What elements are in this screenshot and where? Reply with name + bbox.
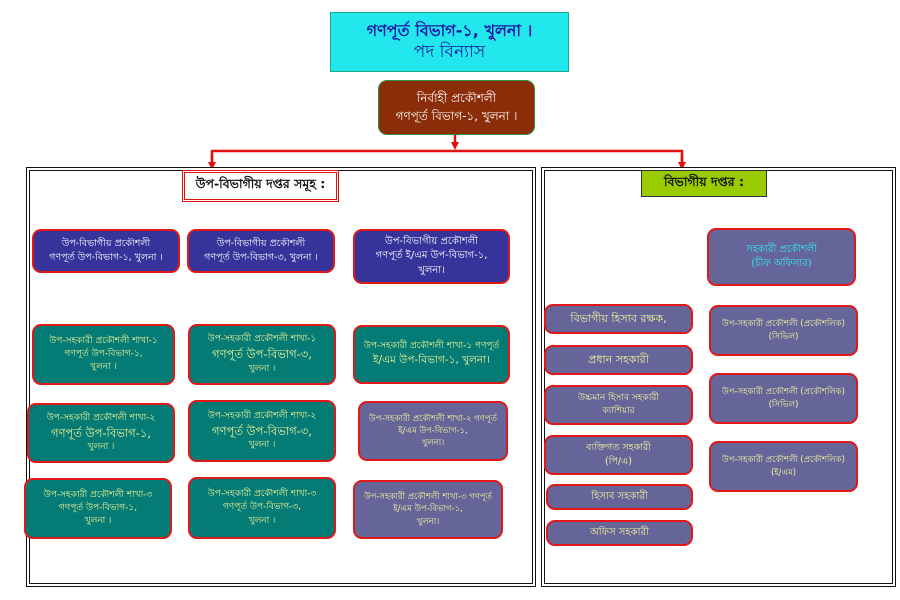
title-line-1: গণপূর্ত বিভাগ-১, খুলনা । [366,20,533,40]
node-line: উপ-সহকারী প্রকৌশলী শাখা-২ গণপূর্ত [368,413,498,424]
node-line: উপ-বিভাগীয় প্রকৌশলী [61,238,151,250]
node-line: উপ-সহকারী প্রকৌশলী শাখা-৩ [43,489,153,500]
node-line: গণপূর্ত উপ-বিভাগ-১, [64,348,143,359]
section-node: উপ-সহকারী প্রকৌশলী শাখা-১ গণপূর্ত ই/এম উ… [353,325,510,384]
section-node: উপ-সহকারী প্রকৌশলী শাখা-৩ গণপূর্ত উপ-বিভ… [188,477,336,539]
node-line: সহকারী প্রকৌশলী [746,243,817,255]
node-line: উপ-সহকারী প্রকৌশলী শাখা-৩ [207,489,317,500]
node-line: উপ-সহকারী প্রকৌশলী শাখা-৩ গণপূর্ত [363,492,493,503]
node-line: উপ-সহকারী প্রকৌশলী শাখা-২ [46,412,156,423]
staff-node: উচ্চমান হিসাব সহকারী ক্যাশিয়ার [544,385,693,425]
node-line: ই/এম উপ-বিভাগ-১, [398,425,468,436]
assistant-engineer-node: সহকারী প্রকৌশলী (চীফ অফিসার) [707,228,856,286]
node-line: গণপূর্ত উপ-বিভাগ-১, [58,502,138,513]
node-line: ই/এম উপ-বিভাগ-১, খুলনা। [373,354,490,367]
node-line: নির্বাহী প্রকৌশলী [416,91,497,106]
node-line: উপ-সহকারী প্রকৌশলী শাখা-১ [49,335,158,346]
node-line: গণপূর্ত ই/এম উপ-বিভাগ-১, খুলনা। [375,250,488,276]
node-line: প্রধান সহকারী [588,353,649,367]
section-node: উপ-সহকারী প্রকৌশলী শাখা-২ গণপূর্ত উপ-বিভ… [188,400,336,462]
node-line: (সিভিল) [768,331,799,342]
title-line-2: পদ বিন্যাস [413,42,486,63]
subdivision-offices-header: উপ-বিভাগীয় দপ্তর সমূহ : [182,170,339,202]
section-node: উপ-সহকারী প্রকৌশলী শাখা-১ গণপূর্ত উপ-বিভ… [32,324,175,385]
node-line: ব্যক্তিগত সহকারী [586,442,651,454]
node-line: গণপূর্ত উপ-বিভাগ-৩, [222,502,302,513]
subdivision-head-node: উপ-বিভাগীয় প্রকৌশলী গণপূর্ত উপ-বিভাগ-১,… [32,229,180,273]
node-line: খুলনা । [90,362,117,373]
node-line: (চীফ অফিসার) [751,258,812,269]
sub-assistant-engineer-node: উপ-সহকারী প্রকৌশলী (প্রকৌশলিক) (সিভিল) [709,373,858,424]
subdivision-head-node: উপ-বিভাগীয় প্রকৌশলী গণপূর্ত উপ-বিভাগ-৩,… [187,229,335,273]
chart-title-box: গণপূর্ত বিভাগ-১, খুলনা । পদ বিন্যাস [330,12,569,72]
sub-assistant-engineer-node: উপ-সহকারী প্রকৌশলী (প্রকৌশলিক) (ই/এম) [709,441,858,492]
node-line: খুলনা । [248,363,276,374]
node-line: উচ্চমান হিসাব সহকারী [578,392,659,403]
node-line: গণপূর্ত উপ-বিভাগ-১, [51,425,151,440]
node-line: উপ-সহকারী প্রকৌশলী শাখা-১ [207,334,317,345]
node-line: গণপূর্ত উপ-বিভাগ-৩, [212,347,312,362]
node-line: খুলনা । [84,516,112,527]
node-line: ক্যাশিয়ার [602,406,635,416]
subdivision-head-node: উপ-বিভাগীয় প্রকৌশলী গণপূর্ত ই/এম উপ-বিভ… [353,229,510,284]
node-line: খুলনা । [248,440,276,451]
staff-node: হিসাব সহকারী [546,484,693,510]
node-line: বিভাগীয় হিসাব রক্ষক, [570,312,667,326]
executive-engineer-node: নির্বাহী প্রকৌশলী গণপূর্ত বিভাগ-১, খুলনা… [378,80,535,135]
node-line: উপ-বিভাগীয় প্রকৌশলী [216,238,306,250]
staff-node: অফিস সহকারী [546,520,693,546]
node-line: উপ-সহকারী প্রকৌশলী (প্রকৌশলিক) [722,455,845,466]
node-line: খুলনা। [421,438,445,449]
section-node: উপ-সহকারী প্রকৌশলী শাখা-৩ গণপূর্ত ই/এম উ… [353,480,503,539]
node-line: উপ-সহকারী প্রকৌশলী (প্রকৌশলিক) [722,319,845,330]
node-line: উপ-বিভাগীয় প্রকৌশলী [384,235,478,247]
staff-node: বিভাগীয় হিসাব রক্ষক, [544,304,693,334]
section-node: উপ-সহকারী প্রকৌশলী শাখা-১ গণপূর্ত উপ-বিভ… [188,324,336,385]
node-line: ই/এম উপ-বিভাগ-১, [393,504,463,515]
node-line: উপ-সহকারী প্রকৌশলী শাখা-১ গণপূর্ত [363,341,500,352]
node-line: গণপূর্ত উপ-বিভাগ-৩, [212,423,312,438]
node-line: অফিস সহকারী [590,526,649,538]
node-line: গণপূর্ত বিভাগ-১, খুলনা । [395,108,518,123]
node-line: হিসাব সহকারী [591,490,648,502]
red-connector-top [208,135,686,170]
section-node: উপ-সহকারী প্রকৌশলী শাখা-২ গণপূর্ত ই/এম উ… [358,401,508,461]
divisional-office-header: বিভাগীয় দপ্তর : [641,170,767,197]
node-line: উপ-সহকারী প্রকৌশলী (প্রকৌশলিক) [722,387,845,398]
node-line: খুলনা। [416,516,440,527]
node-line: গণপূর্ত উপ-বিভাগ-১, খুলনা । [49,252,163,263]
node-line: গণপূর্ত উপ-বিভাগ-৩, খুলনা । [204,252,318,263]
staff-node: প্রধান সহকারী [544,345,693,375]
section-node: উপ-সহকারী প্রকৌশলী শাখা-২ গণপূর্ত উপ-বিভ… [27,403,175,463]
node-line: খুলনা । [248,515,276,526]
node-line: খুলনা । [87,442,115,453]
sub-assistant-engineer-node: উপ-সহকারী প্রকৌশলী (প্রকৌশলিক) (সিভিল) [709,305,858,356]
node-line: (ই/এম) [770,467,797,478]
node-line: (পি/এ) [604,456,632,467]
section-node: উপ-সহকারী প্রকৌশলী শাখা-৩ গণপূর্ত উপ-বিভ… [24,478,172,539]
node-line: (সিভিল) [768,399,799,410]
node-line: উপ-সহকারী প্রকৌশলী শাখা-২ [207,410,317,421]
staff-node: ব্যক্তিগত সহকারী (পি/এ) [544,435,693,475]
